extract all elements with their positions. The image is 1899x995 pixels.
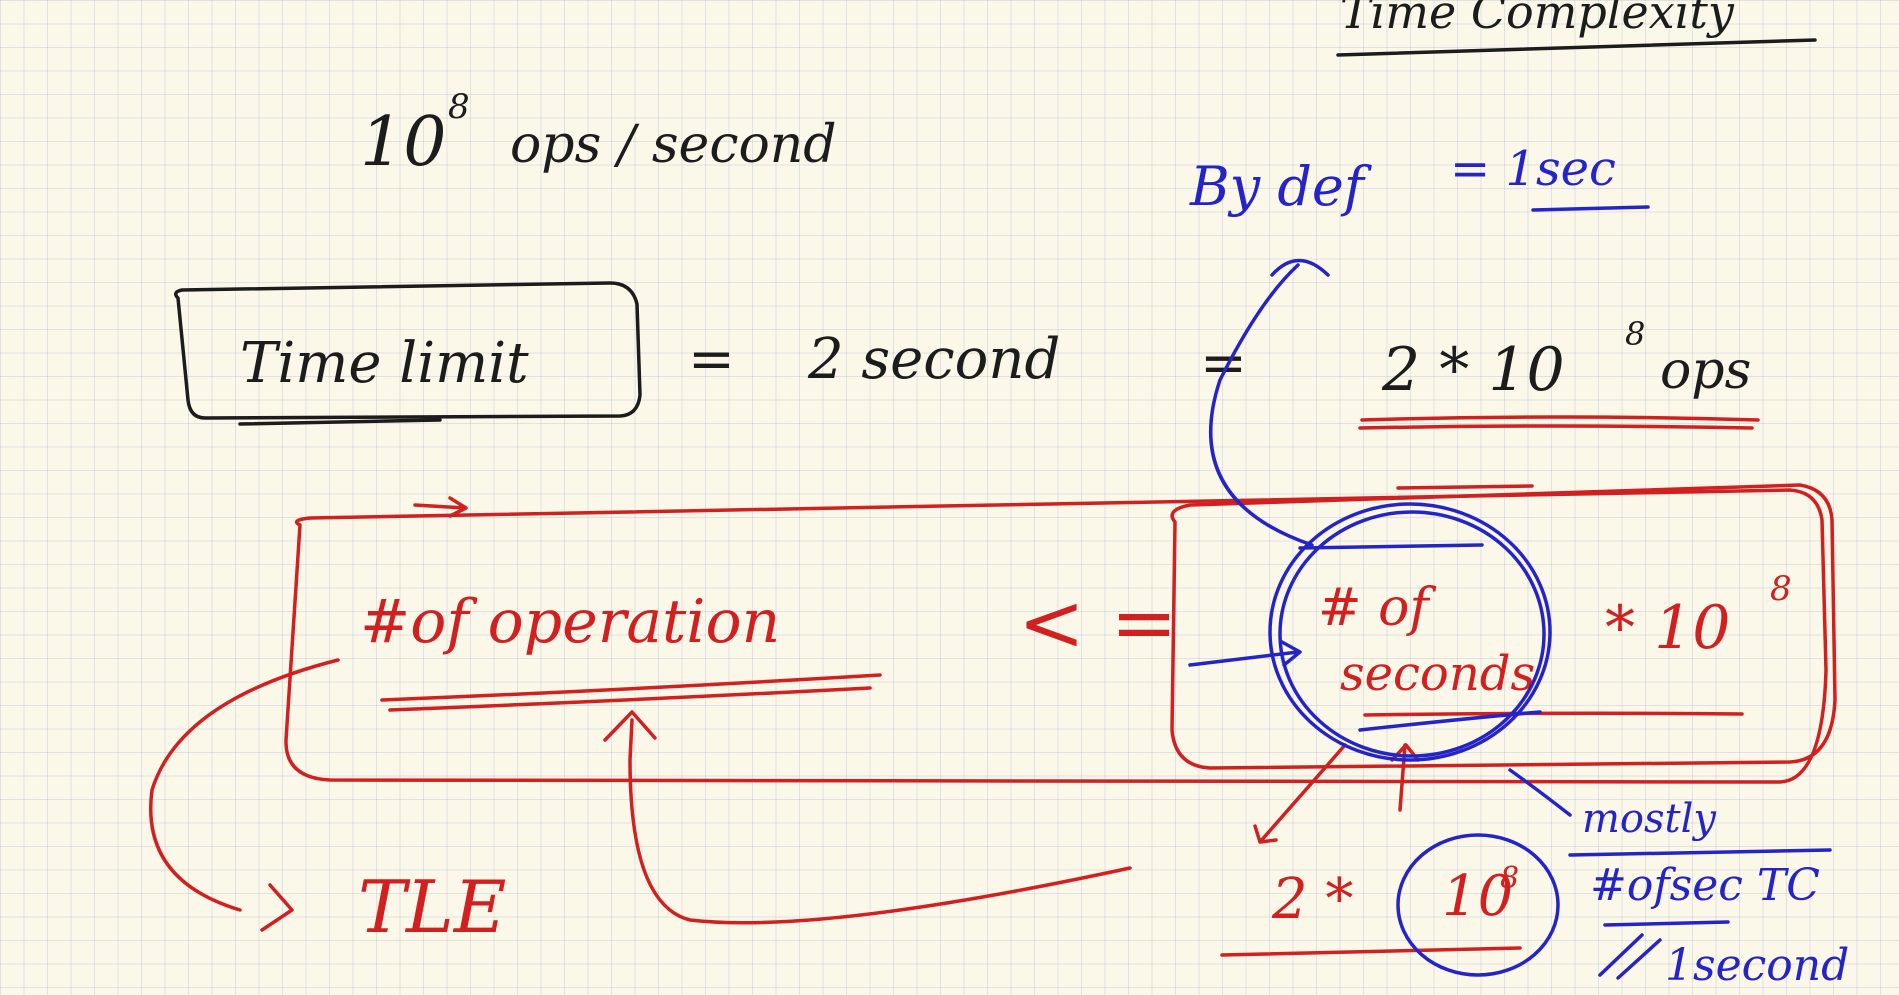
red-annotations: #of operation < = # of seconds * 10 8 TL… [149,415,1837,957]
double-slash [1598,933,1662,980]
ten-text: 10 [1442,864,1513,929]
seconds-circle-1 [1268,502,1552,762]
ops-rate-base: 10 [360,103,447,182]
num-operations-text: #of operation [360,587,780,657]
two-times-ops-exp: 8 [1625,315,1645,353]
tle-arrow-head [260,883,294,932]
mostly-line2-underline [1603,920,1730,927]
def-link-arrow [1209,263,1314,547]
rhs-box-top-stroke [1396,484,1534,490]
ops-rate-unit: ops / second [510,115,837,175]
two-times-text: 2 * [1271,867,1353,932]
seconds-circle-2 [1278,510,1546,758]
seconds-bottom-stroke [1358,710,1542,732]
by-default-text: By def [1189,155,1372,218]
tle-curve-arrow [149,658,340,912]
ops-underline-1 [1360,415,1760,422]
times-ten-text: * 10 [1605,593,1730,663]
mostly-line1: mostly [1582,796,1717,842]
num-operations-underline-2 [388,686,872,712]
heading-group: Time Complexity [1336,0,1817,57]
down-left-arrow [1253,743,1347,844]
mostly-line3: 1second [1665,940,1849,991]
mostly-divider [1568,848,1832,857]
two-seconds: 2 second [807,327,1060,392]
big-inequality-box [284,488,1828,784]
heading-text: Time Complexity [1340,0,1735,39]
one-sec-text: = 1sec [1450,141,1616,197]
ten-circle [1396,833,1560,977]
two-times-underline [1220,946,1522,957]
tle-text: TLE [358,865,506,949]
time-limit-box [174,281,642,420]
two-times-ops: 2 * 10 [1381,335,1565,405]
time-limit-underline [238,418,442,426]
less-equal-sign: < = [1018,576,1178,669]
def-link-arrow-head [1270,258,1330,277]
right-pointer-arrow [1188,640,1302,667]
heading-underline [1336,38,1817,57]
ops-rate-exp: 8 [448,87,470,127]
rhs-box [1170,483,1837,770]
times-ten-exp: 8 [1770,569,1792,609]
ops-underline-2 [1358,424,1754,430]
num-seconds-line2: seconds [1340,646,1535,702]
blue-annotations: By def = 1sec mostly #ofsec TC 1second [1188,141,1849,991]
box-tick-arrow [413,496,468,518]
time-limit-label: Time limit [240,331,529,396]
mostly-pointer [1508,768,1572,817]
mostly-line2: #ofsec TC [1590,860,1820,911]
time-limit-group: Time limit = 2 second = 2 * 10 8 ops [174,281,1751,426]
num-seconds-underline [1363,711,1744,717]
seconds-top-stroke [1298,543,1484,550]
feedback-arrow-head [603,710,657,742]
num-operations-underline-1 [380,673,882,702]
feedback-arrow [628,718,1132,925]
num-seconds-line1: # of [1318,578,1436,638]
two-times-ops-unit: ops [1660,341,1751,401]
equals-sign-1: = [688,327,735,392]
one-sec-underline [1531,205,1650,212]
ten-exp: 8 [1500,861,1519,896]
ops-rate-group: 10 8 ops / second [360,87,837,182]
